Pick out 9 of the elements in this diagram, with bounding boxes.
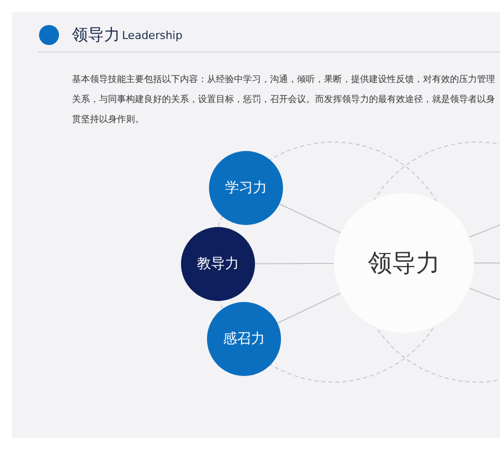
connector-line [278,203,342,234]
subtitle: Leadership [122,29,182,43]
title: 领导力 [72,25,120,45]
connector-line [468,224,500,238]
description-paragraph: 基本领导技能主要包括以下内容：从经验中学习，沟通，倾听，果断，提供建设性反馈，对有效的压力管理关系，与同事构建良好的关系，设置目标，惩罚，召开会议。而发挥领导力的最有效途径，就是领导者以身贯坚持以身作则。 [72,74,496,127]
connector-line [254,262,334,264]
connector-line [474,262,500,264]
connector-line [468,288,500,300]
connector-line [276,292,342,324]
